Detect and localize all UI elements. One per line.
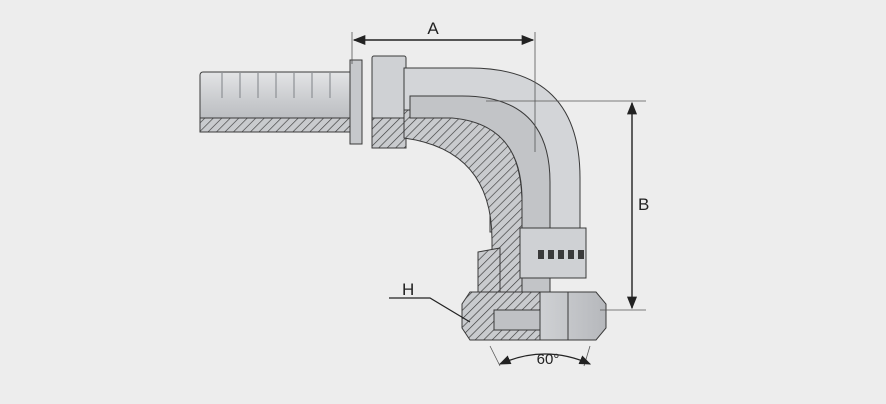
- dim-b-label: B: [638, 195, 649, 214]
- lock-ring-grooves: [538, 250, 584, 259]
- nut-seat: [493, 309, 541, 331]
- dimension-b: B: [486, 100, 649, 311]
- collar-flange-section: [371, 117, 407, 149]
- lock-ring-section: [477, 247, 501, 293]
- nut-hex-face: [539, 291, 607, 341]
- dim-a-label: A: [427, 19, 439, 38]
- dim-h-leader: [389, 297, 471, 323]
- hose-tail-section: [199, 117, 353, 133]
- hose-tail: [199, 71, 361, 133]
- cone-angle: 60°: [489, 345, 592, 368]
- angle-label: 60°: [537, 351, 560, 368]
- collar: [349, 55, 407, 149]
- swivel-nut: [461, 291, 607, 341]
- lock-ring: [477, 227, 587, 293]
- angle-arc: [498, 353, 592, 365]
- collar-flange-left: [349, 59, 363, 145]
- hose-tail-ribs: [221, 72, 331, 98]
- dimension-h: H: [389, 280, 471, 323]
- dimension-a: A: [351, 19, 536, 152]
- angle-ext-left: [489, 345, 501, 367]
- dim-h-label: H: [402, 280, 414, 299]
